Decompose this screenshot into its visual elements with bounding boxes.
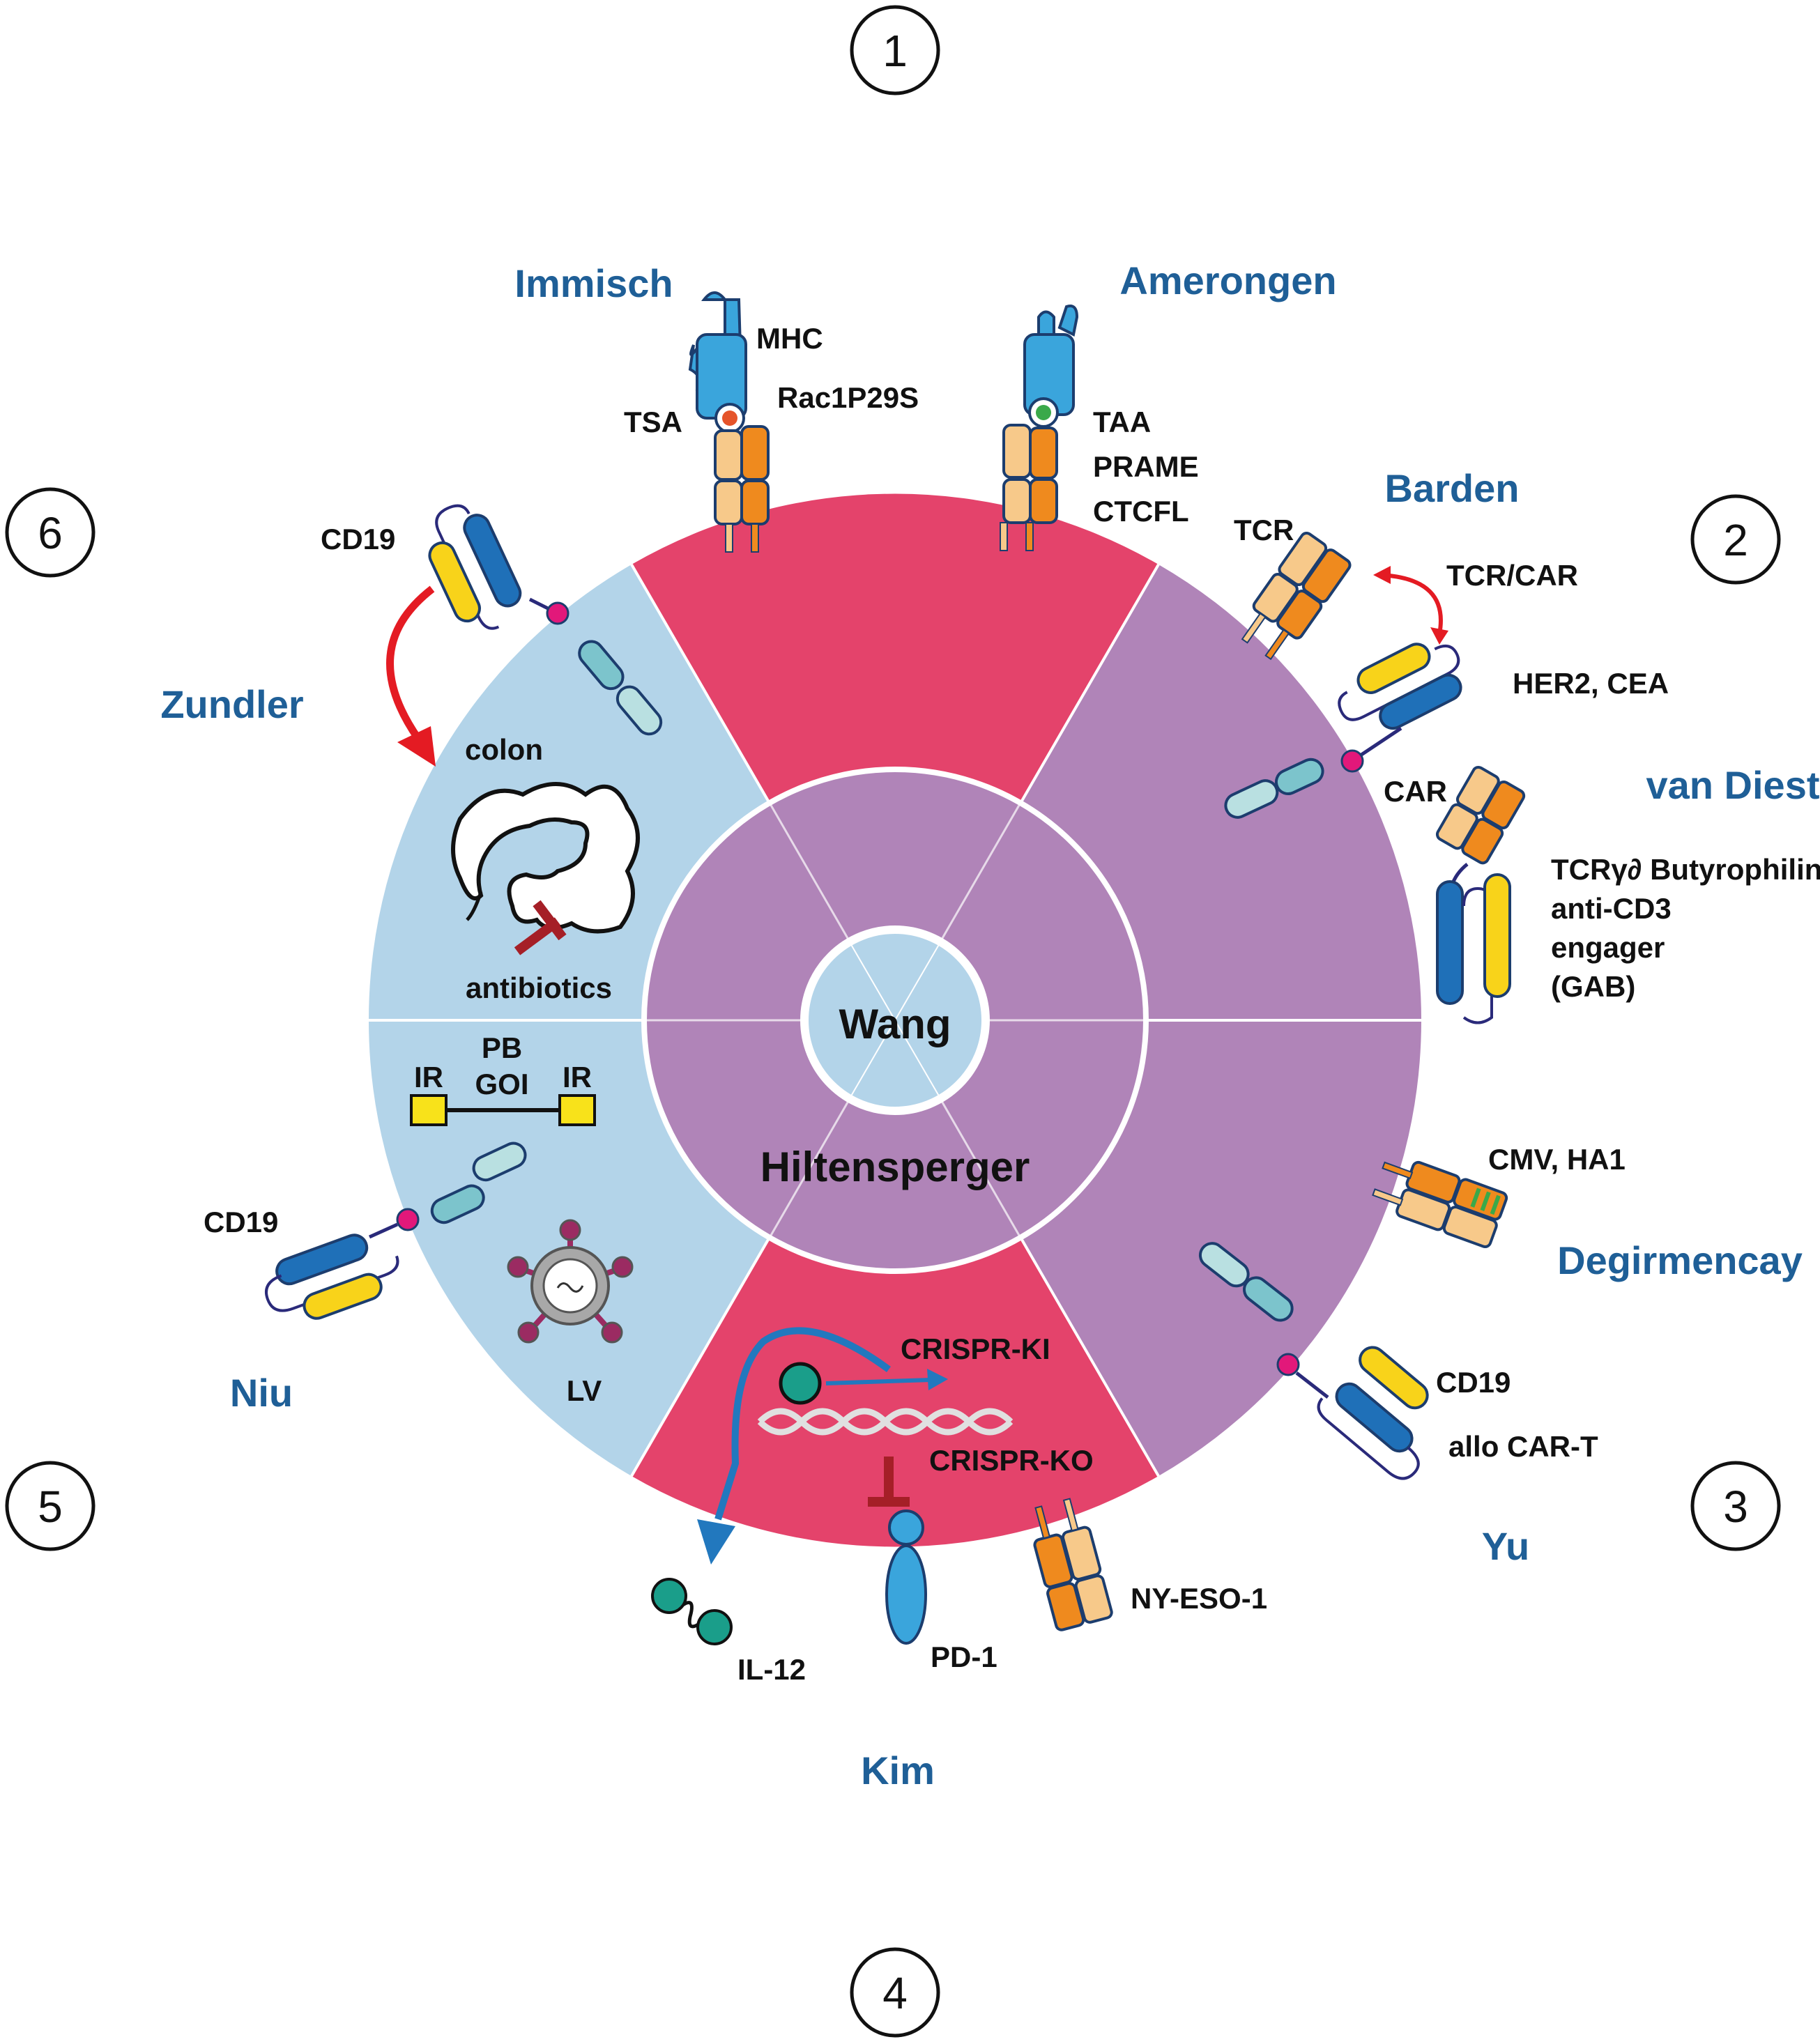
label-rac1p29s: Rac1P29S — [777, 381, 919, 414]
degirmencay-tcr — [1372, 1160, 1508, 1249]
author-degirmencay: Degirmencay — [1557, 1238, 1803, 1282]
yu-car: CD19 allo CAR-T — [1198, 1242, 1598, 1480]
label-gab-line4: (GAB) — [1551, 970, 1635, 1003]
label-pd1: PD-1 — [931, 1640, 997, 1673]
gab-dark-domain — [1436, 880, 1464, 1005]
center-label-wang: Wang — [839, 1001, 951, 1047]
label-her2-cea: HER2, CEA — [1513, 667, 1669, 700]
svg-text:1: 1 — [882, 26, 908, 76]
zundler-car: CD19 colon antibiotics — [321, 504, 663, 1004]
label-ir-left: IR — [414, 1061, 443, 1093]
label-tsa: TSA — [624, 406, 682, 438]
niu-vector: IR IR PB GOI CD19 — [204, 1031, 634, 1407]
antibiotics-inhibitor — [514, 900, 567, 955]
label-cd19-yu: CD19 — [1436, 1366, 1511, 1399]
label-goi: GOI — [475, 1068, 528, 1100]
label-antibiotics: antibiotics — [466, 971, 612, 1004]
hinge-barden — [1340, 749, 1364, 773]
label-taa: TAA — [1093, 406, 1151, 438]
label-cd19-niu: CD19 — [204, 1206, 278, 1238]
ir-left-box — [410, 1094, 448, 1126]
homing-arrow — [386, 585, 435, 741]
il12-molecule — [651, 1578, 733, 1645]
author-immisch: Immisch — [514, 261, 673, 305]
author-amerongen: Amerongen — [1119, 259, 1336, 302]
label-cmv-ha1: CMV, HA1 — [1488, 1143, 1626, 1176]
swap-arrow — [1379, 573, 1443, 635]
author-labels: Immisch Amerongen Barden van Diest Degir… — [160, 259, 1819, 1792]
colon-icon — [451, 782, 640, 934]
section-number-2: 2 — [1690, 494, 1781, 585]
car-niu — [265, 1142, 527, 1320]
ir-right-box — [558, 1094, 596, 1126]
author-zundler: Zundler — [160, 682, 303, 726]
van-diest-gab: TCRγ∂ Butyrophilin anti-CD3 engager (GAB… — [1435, 765, 1820, 1024]
label-prame: PRAME — [1093, 450, 1199, 483]
immisch-tcr-mhc: MHC Rac1P29S TSA — [624, 291, 919, 553]
label-car-barden: CAR — [1384, 775, 1447, 808]
svg-text:2: 2 — [1723, 515, 1748, 565]
car-barden — [1338, 643, 1462, 730]
butyrophilin-tcr — [1435, 765, 1526, 865]
hinge-zundler — [546, 601, 569, 625]
knockout-inhibitor — [868, 1457, 910, 1507]
center-label-hiltensperger: Hiltensperger — [760, 1144, 1030, 1190]
label-pb: PB — [482, 1031, 522, 1064]
label-gab-line2: anti-CD3 — [1551, 892, 1672, 925]
svg-text:5: 5 — [38, 1482, 63, 1532]
pd1-receptor — [885, 1509, 927, 1645]
svg-text:3: 3 — [1723, 1482, 1748, 1532]
hinge-niu — [396, 1208, 420, 1231]
label-colon: colon — [465, 733, 543, 766]
barden-tcr-car: TCR TCR/CAR HER2, CEA CAR — [1224, 514, 1669, 819]
svg-text:6: 6 — [38, 508, 63, 558]
gab-yellow-domain — [1483, 873, 1511, 998]
inner-circle: Wang Hiltensperger — [760, 925, 1030, 1190]
label-il12: IL-12 — [737, 1653, 806, 1686]
author-niu: Niu — [230, 1371, 293, 1415]
label-ir-right: IR — [563, 1061, 592, 1093]
section-number-5: 5 — [5, 1461, 95, 1551]
section-numbers: 1 2 3 4 5 6 — [5, 5, 1781, 2038]
dna-helix — [757, 1408, 1014, 1436]
author-van-diest: van Diest — [1646, 763, 1820, 807]
section-number-1: 1 — [850, 5, 940, 95]
section-number-4: 4 — [850, 1947, 940, 2038]
author-yu: Yu — [1482, 1524, 1529, 1568]
label-crispr-ko: CRISPR-KO — [929, 1444, 1094, 1477]
hinge-yu — [1276, 1353, 1300, 1376]
label-ny-eso-1: NY-ESO-1 — [1131, 1582, 1267, 1615]
amerongen-tcr-mhc: TAA PRAME CTCFL — [1000, 305, 1199, 551]
kim-crispr: CRISPR-KI IL-12 CRISPR-KO PD-1 NY-ESO- — [651, 1327, 1267, 1686]
svg-text:4: 4 — [882, 1968, 908, 2018]
section-number-3: 3 — [1690, 1461, 1781, 1551]
knock-in-gene — [779, 1362, 822, 1405]
label-gab-line1: TCRγ∂ Butyrophilin — [1551, 853, 1820, 886]
tcr-barden — [1241, 532, 1352, 661]
tcr-ny-eso — [1033, 1498, 1113, 1631]
sector-red-top — [632, 493, 1158, 1020]
label-allo-car-t: allo CAR-T — [1448, 1430, 1598, 1463]
car-stalk-barden — [1224, 758, 1324, 819]
label-tcr-barden: TCR — [1234, 514, 1294, 546]
section-number-6: 6 — [5, 487, 95, 578]
secretion-arrow — [714, 1327, 891, 1521]
label-lv: LV — [567, 1374, 602, 1407]
label-ctcfl: CTCFL — [1093, 495, 1189, 528]
author-kim: Kim — [861, 1749, 935, 1792]
lentivirus-icon — [507, 1219, 634, 1344]
label-gab-line3: engager — [1551, 931, 1665, 964]
label-crispr-ki: CRISPR-KI — [901, 1332, 1050, 1365]
label-tcr-car: TCR/CAR — [1446, 559, 1578, 592]
author-barden: Barden — [1385, 466, 1520, 510]
label-mhc: MHC — [756, 322, 823, 355]
label-cd19-zundler: CD19 — [321, 523, 395, 555]
